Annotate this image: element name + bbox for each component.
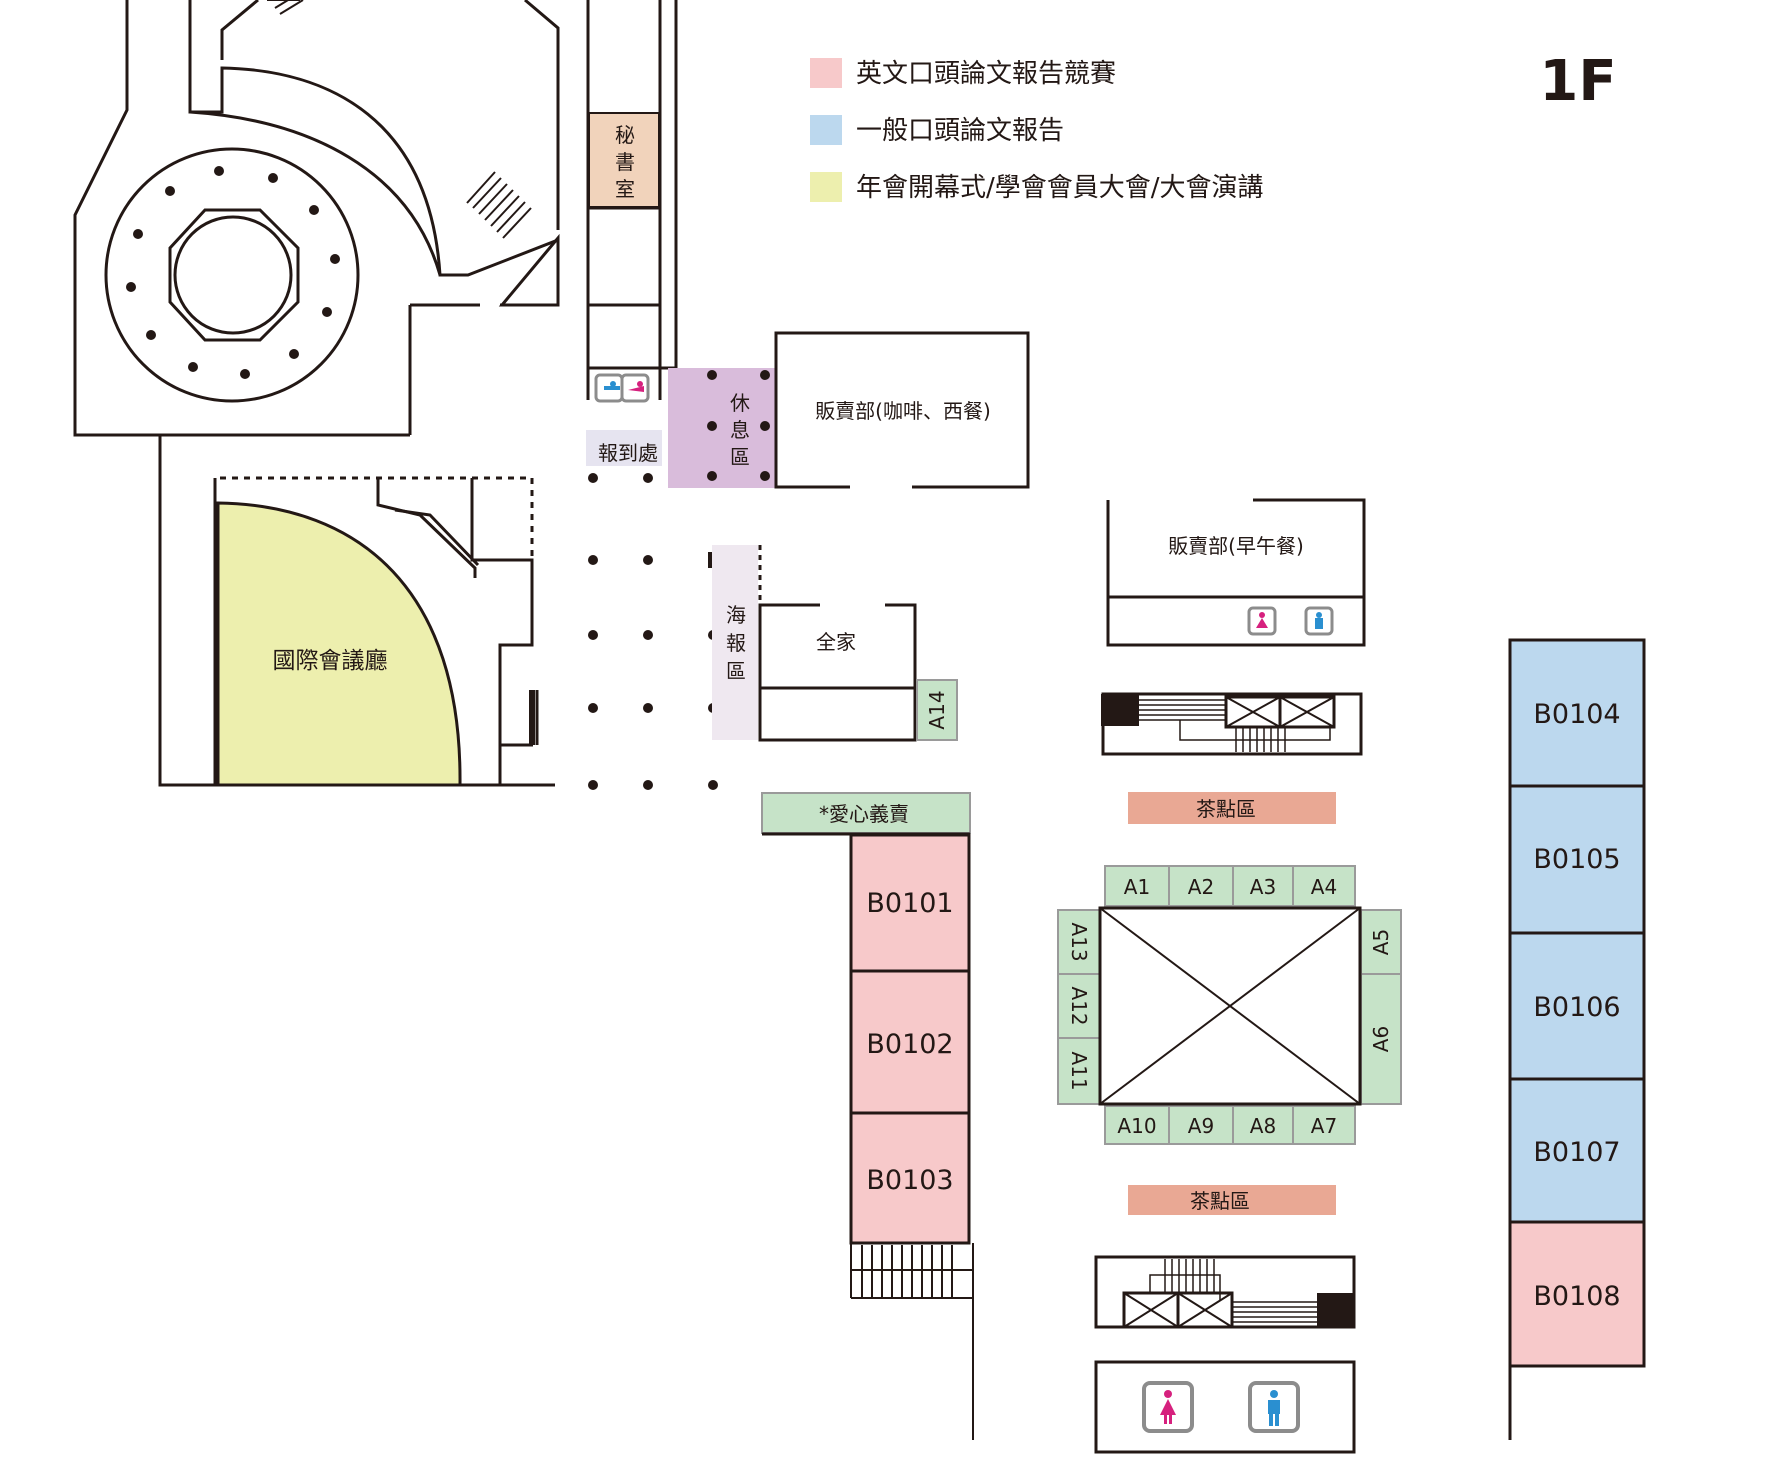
charity-sale-fill — [761, 792, 971, 834]
rest-area-label: 區 — [730, 445, 750, 469]
restroom-sign-top — [594, 373, 650, 403]
stairs-icon — [267, 0, 532, 239]
room-b0106: B0106 — [1533, 992, 1620, 1023]
checkin-fill — [586, 430, 662, 466]
elevator-icon — [1101, 692, 1363, 756]
family-mart-label: 全家 — [816, 630, 856, 654]
booth-a14: A14 — [925, 690, 949, 729]
restroom-block — [1094, 1360, 1356, 1454]
room-b0108: B0108 — [1533, 1281, 1620, 1312]
legend-swatch-ceremony — [810, 172, 842, 202]
international-hall-label: 國際會議廳 — [273, 648, 388, 674]
booth-a2: A2 — [1188, 875, 1214, 899]
booth-a13: A13 — [1067, 922, 1091, 961]
female-restroom-icon — [1142, 1381, 1194, 1433]
secretariat-label: 秘 — [615, 123, 635, 147]
booth-a8: A8 — [1250, 1114, 1276, 1138]
stairs-icon — [1149, 1259, 1317, 1323]
tea-area-2-fill — [1128, 1185, 1336, 1215]
poster-area-fill — [712, 545, 758, 740]
corridor-curve — [189, 110, 442, 276]
international-hall-fill — [216, 501, 462, 787]
booth-a11: A11 — [1067, 1051, 1091, 1090]
atrium-void — [1098, 906, 1362, 1106]
secretariat-label: 室 — [615, 177, 635, 201]
rest-area-label: 息 — [730, 418, 750, 442]
rotunda-pillars — [126, 166, 340, 379]
booth-a6: A6 — [1369, 1026, 1393, 1052]
secretariat-label: 書 — [615, 150, 635, 174]
legend-label-general: 一般口頭論文報告 — [856, 116, 1064, 146]
booth-a10: A10 — [1117, 1114, 1156, 1138]
booth-a7: A7 — [1311, 1114, 1337, 1138]
rotunda-octagon — [168, 208, 300, 342]
booth-a3: A3 — [1250, 875, 1276, 899]
family-mart-walls — [758, 603, 917, 742]
booth-a5: A5 — [1369, 929, 1393, 955]
charity-sale-label: *愛心義賣 — [819, 802, 909, 826]
legend-label-ceremony: 年會開幕式/學會會員大會/大會演講 — [856, 173, 1264, 203]
male-restroom-icon — [1315, 612, 1323, 629]
tea-area-label: 茶點區 — [1190, 1189, 1250, 1213]
tea-area-1-fill — [1128, 792, 1336, 824]
legend-swatch-general — [810, 115, 842, 145]
booth-a14-fill — [916, 679, 958, 741]
room-b0107: B0107 — [1533, 1137, 1620, 1168]
elevator-icon — [1094, 1255, 1356, 1329]
booth-a12: A12 — [1067, 986, 1091, 1025]
female-restroom-icon — [1256, 612, 1268, 628]
tea-area-label: 茶點區 — [1196, 797, 1256, 821]
stairs-icon — [850, 1243, 974, 1440]
room-b0102: B0102 — [866, 1029, 953, 1060]
booths-left — [1057, 909, 1101, 1105]
rest-area-fill — [668, 368, 776, 488]
female-restroom-icon — [628, 381, 644, 392]
booth-a4: A4 — [1311, 875, 1337, 899]
booth-a9: A9 — [1188, 1114, 1214, 1138]
rotunda-ring — [104, 147, 360, 403]
booth-a1: A1 — [1124, 875, 1150, 899]
secretariat-fill — [588, 112, 660, 208]
restroom-sign-mid — [1247, 606, 1334, 636]
rest-area-label: 休 — [730, 391, 750, 415]
room-b0104: B0104 — [1533, 699, 1620, 730]
legend-label-english: 英文口頭論文報告競賽 — [856, 59, 1116, 89]
cafe-shop-walls — [774, 331, 1030, 489]
legend-swatch-english — [810, 58, 842, 88]
poster-area-label: 報 — [726, 631, 746, 655]
room-b0101: B0101 — [866, 888, 953, 919]
booths-top — [1104, 865, 1356, 907]
booths-bottom — [1104, 1105, 1356, 1145]
room-b0105: B0105 — [1533, 844, 1620, 875]
lunch-shop-label: 販賣部(早午餐) — [1168, 534, 1304, 558]
stairs-icon — [1139, 699, 1331, 752]
male-restroom-icon — [604, 381, 620, 390]
hall-dashed-boundary — [220, 476, 534, 640]
rotunda-core — [173, 215, 293, 335]
stair-triangle — [498, 233, 560, 307]
floor-label: 1F — [1539, 49, 1616, 114]
room-b0103: B0103 — [866, 1165, 953, 1196]
poster-area-label: 區 — [726, 659, 746, 683]
checkin-label: 報到處 — [598, 441, 658, 465]
male-restroom-icon — [1248, 1381, 1300, 1433]
poster-area-label: 海 — [726, 603, 746, 627]
cafe-shop-label: 販賣部(咖啡、西餐) — [815, 399, 991, 423]
